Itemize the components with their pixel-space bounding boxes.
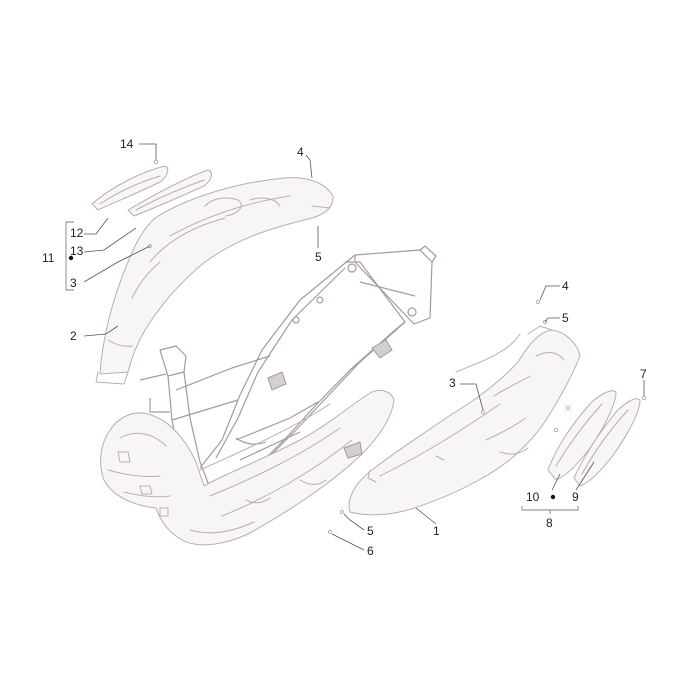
callout-14: 14: [120, 137, 134, 151]
footboard-part: [100, 389, 395, 546]
leader-4-top: [305, 154, 313, 179]
callout-5-right: 5: [562, 311, 569, 325]
callout-7: 7: [640, 367, 647, 381]
leader-5-bottom: [343, 513, 365, 531]
callout-10: 10: [526, 490, 540, 504]
leader-3-right: [460, 383, 484, 411]
right-side-panel-part: [327, 299, 581, 535]
callout-9: 9: [572, 490, 579, 504]
leader-14: [139, 143, 157, 160]
callout-8: 8: [546, 516, 553, 530]
callout-4-right: 4: [562, 279, 569, 293]
leader-4-right: [539, 285, 560, 301]
leader-6: [331, 533, 365, 551]
leader-10: [551, 473, 561, 491]
kit-dot-11: [68, 255, 74, 261]
callout-6: 6: [367, 544, 374, 558]
callout-12: 12: [70, 226, 84, 240]
leader-12: [84, 217, 109, 235]
leader-9: [575, 461, 595, 491]
leader-1: [415, 507, 437, 525]
leader-3-left: [83, 245, 151, 283]
callout-5-top: 5: [315, 250, 322, 264]
callout-5-bottom: 5: [367, 524, 374, 538]
leader-lines: [83, 143, 645, 551]
leader-2: [83, 325, 119, 337]
left-front-shield-part: [95, 177, 334, 385]
leader-13: [83, 227, 137, 253]
kit-dot-8: [550, 494, 556, 500]
callout-1: 1: [433, 524, 440, 538]
callout-11: 11: [42, 251, 55, 265]
right-trim-panels-part: [547, 390, 647, 487]
callout-13: 13: [70, 244, 84, 258]
left-trim-panels-part: [91, 159, 212, 249]
main-frame-part: [139, 245, 437, 497]
callout-3-left: 3: [70, 276, 77, 290]
callout-2: 2: [70, 329, 77, 343]
bracket-8: [521, 506, 579, 511]
callout-3-right: 3: [449, 376, 456, 390]
bracket-11: [65, 221, 74, 291]
leader-5-right: [544, 317, 560, 323]
callout-4-top: 4: [297, 145, 304, 159]
group-brackets: [65, 221, 579, 514]
